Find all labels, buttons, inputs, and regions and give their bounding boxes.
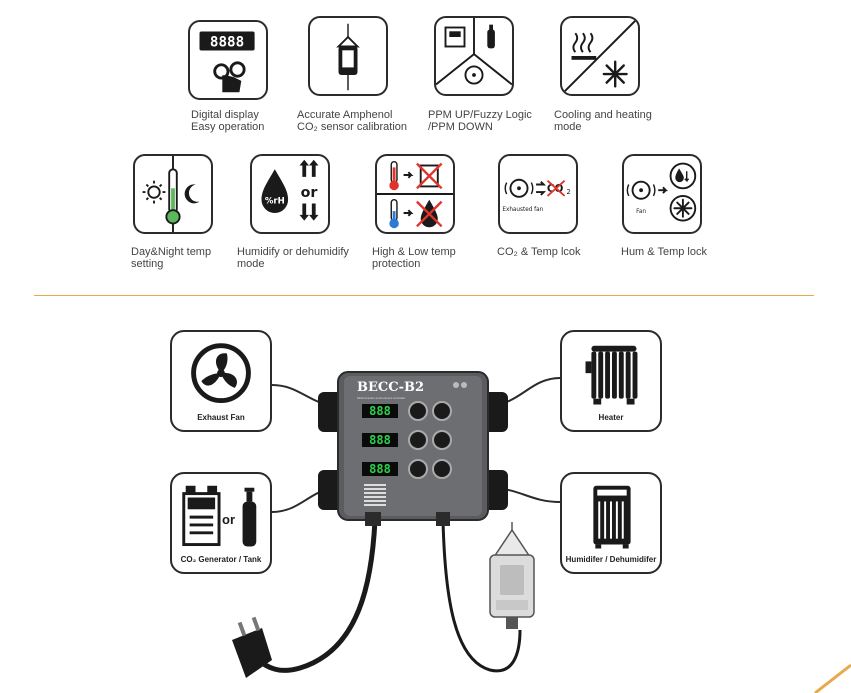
humidify-icon: %rH or xyxy=(250,154,330,234)
feature-caption: Hum & Temp lock xyxy=(621,246,707,258)
controller-brand: BECC-B2 xyxy=(357,380,425,395)
svg-text:%rH: %rH xyxy=(265,197,285,207)
svg-text:Exhausted fan: Exhausted fan xyxy=(502,207,543,213)
humidifier-icon xyxy=(593,485,631,549)
control-knob[interactable] xyxy=(408,430,428,450)
feature-caption: High & Low temp protection xyxy=(372,246,456,270)
controller-subtitle: Multi-function environment controller xyxy=(357,396,406,400)
led-display: 888 xyxy=(362,433,398,447)
svg-text:or: or xyxy=(301,185,318,201)
co2-lock-icon: CO 2 Exhausted fan xyxy=(498,154,578,234)
device-exhaust-fan: Exhaust Fan xyxy=(170,330,272,432)
co2-sensor-icon xyxy=(308,16,388,96)
digital-display-icon: 8888 xyxy=(188,20,268,100)
svg-text:2: 2 xyxy=(567,188,571,196)
day-night-icon xyxy=(133,154,213,234)
temp-protection-icon xyxy=(375,154,455,234)
display-digits: 8888 xyxy=(210,35,244,51)
feature-caption: Day&Night temp setting xyxy=(131,246,212,270)
svg-text:Fan: Fan xyxy=(636,209,646,215)
cooling-heating-icon xyxy=(560,16,640,96)
feature-caption: Accurate Amphenol CO₂ sensor calibration xyxy=(297,109,408,133)
hum-lock-icon: Fan xyxy=(622,154,702,234)
device-co2-generator: or CO₂ Generator / Tank xyxy=(170,472,272,574)
sensor-cable xyxy=(441,519,522,673)
feature-caption: Cooling and heating mode xyxy=(554,109,652,133)
co2-generator-icon xyxy=(182,485,257,547)
exhaust-fan-icon xyxy=(191,343,251,404)
feature-caption: Digital display Easy operation xyxy=(191,109,265,133)
corner-accent xyxy=(814,663,851,693)
control-knob[interactable] xyxy=(432,430,452,450)
indicator-strip xyxy=(364,484,386,506)
co2-sensor-probe-icon xyxy=(489,522,535,629)
control-knob[interactable] xyxy=(408,459,428,479)
led-display: 888 xyxy=(362,404,398,418)
control-knob[interactable] xyxy=(432,459,452,479)
feature-caption: CO₂ & Temp lcok xyxy=(497,246,581,258)
feature-caption: PPM UP/Fuzzy Logic /PPM DOWN xyxy=(428,109,532,133)
device-heater: Heater xyxy=(560,330,662,432)
section-divider xyxy=(34,295,814,296)
power-plug-icon xyxy=(232,616,272,678)
control-knob[interactable] xyxy=(432,401,452,421)
device-humidifier: Humidifer / Dehumidifer xyxy=(560,472,662,574)
feature-caption: Humidify or dehumidify mode xyxy=(237,246,349,270)
led-display: 888 xyxy=(362,462,398,476)
power-cable xyxy=(256,519,378,673)
ppm-logic-icon xyxy=(434,16,514,96)
heater-icon xyxy=(585,345,638,405)
control-knob[interactable] xyxy=(408,401,428,421)
